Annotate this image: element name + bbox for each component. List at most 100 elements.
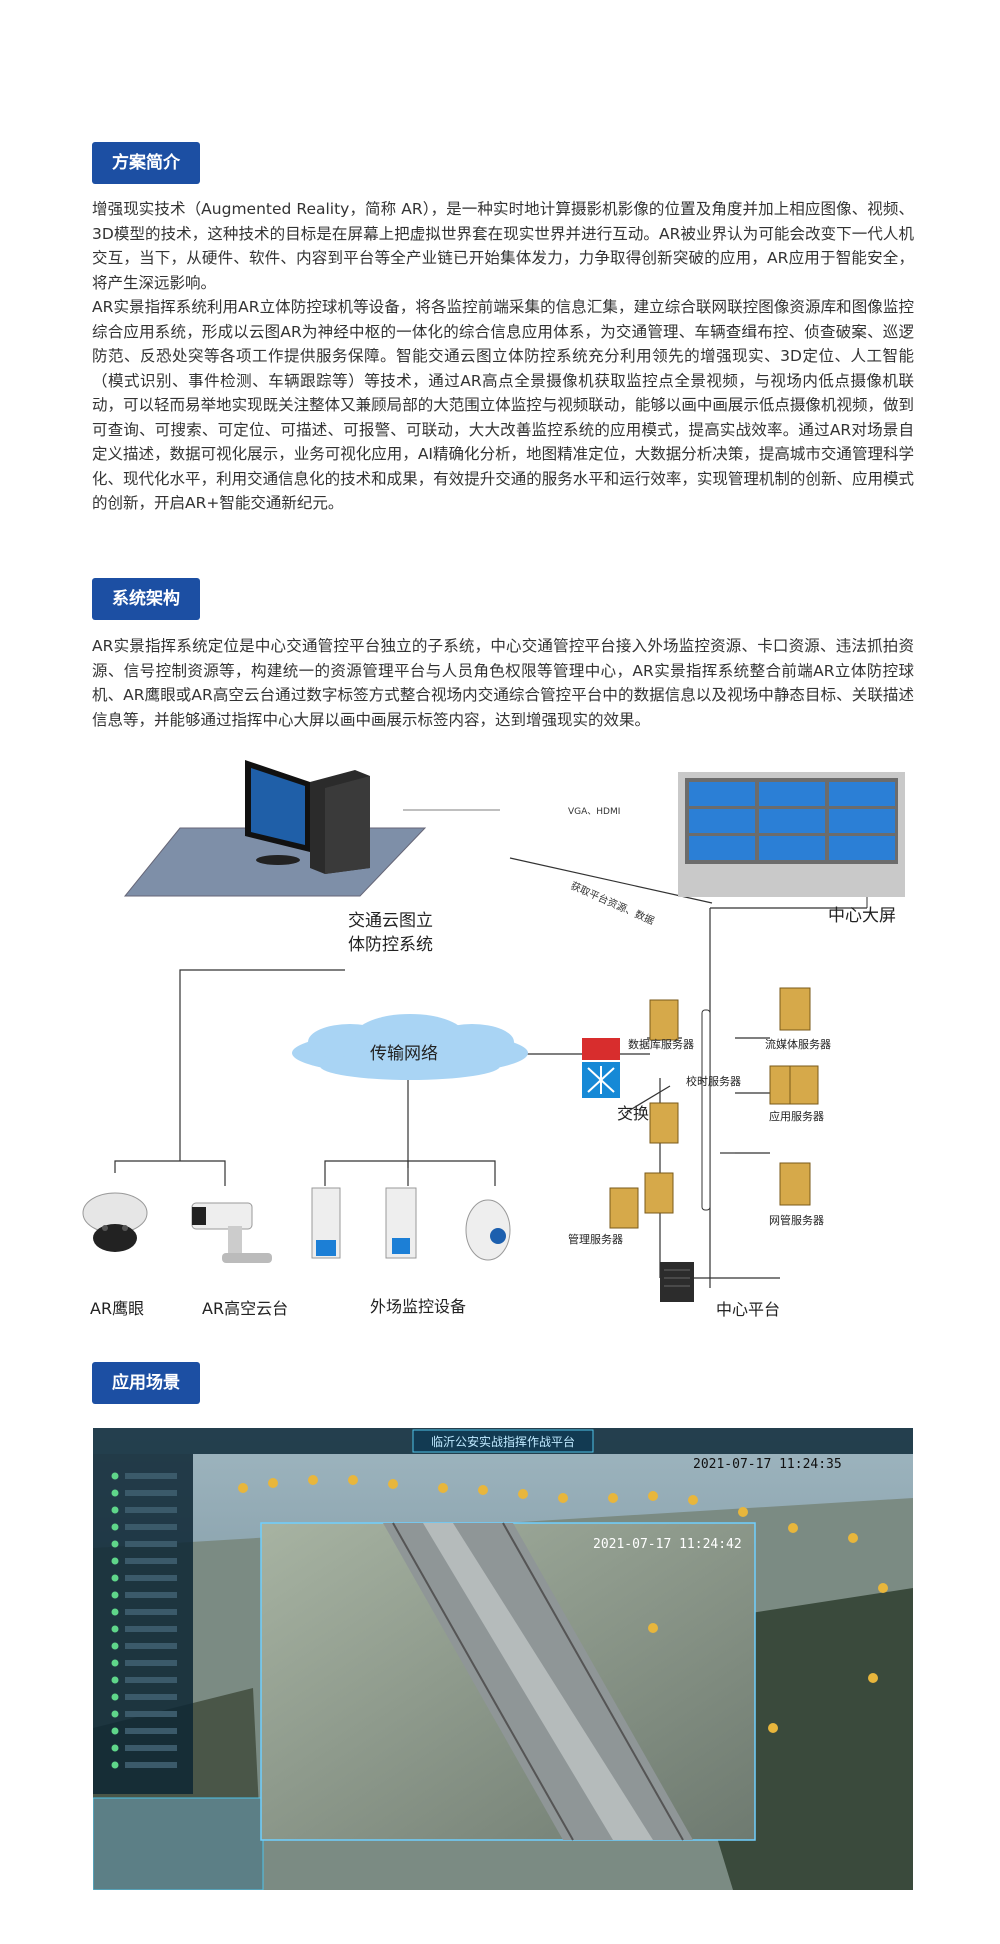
server-bus: [701, 1009, 711, 1211]
switch-icon: [582, 1038, 620, 1098]
device-status-dot: [111, 1608, 119, 1616]
device-status-dot: [111, 1727, 119, 1735]
application-screenshot: 临沂公安实战指挥作战平台 2021-07-17 11:24:35 2021-07…: [93, 1428, 913, 1890]
main-timestamp: 2021-07-17 11:24:35: [693, 1457, 842, 1472]
map-marker-icon[interactable]: [848, 1533, 858, 1543]
map-marker-icon[interactable]: [308, 1475, 318, 1485]
app-server-label: 应用服务器: [769, 1109, 824, 1123]
video-wall-screen: [759, 809, 825, 833]
device-list-item[interactable]: [125, 1592, 177, 1598]
device-list-item[interactable]: [125, 1575, 177, 1581]
netmgmt-server-label: 网管服务器: [769, 1213, 824, 1227]
device-status-dot: [111, 1523, 119, 1531]
device-list-item[interactable]: [125, 1643, 177, 1649]
time-server-label: 校时服务器: [686, 1074, 741, 1088]
map-marker-icon[interactable]: [558, 1493, 568, 1503]
device-list-item[interactable]: [125, 1609, 177, 1615]
rack-server-icon: [660, 1262, 694, 1302]
screenshot-image: 临沂公安实战指挥作战平台 2021-07-17 11:24:35 2021-07…: [93, 1428, 913, 1890]
intro-paragraph-2: AR实景指挥系统利用AR立体防控球机等设备，将各监控前端采集的信息汇集，建立综合…: [92, 298, 914, 512]
video-wall-screen: [689, 809, 755, 833]
device-list-item[interactable]: [125, 1473, 177, 1479]
time-server-icon: [649, 1102, 679, 1144]
field-camera-icon-3: [465, 1199, 511, 1261]
ar-ptz-label: AR高空云台: [202, 1299, 288, 1318]
map-marker-icon[interactable]: [688, 1495, 698, 1505]
device-list-item[interactable]: [125, 1558, 177, 1564]
device-status-dot: [111, 1574, 119, 1582]
device-list-item[interactable]: [125, 1490, 177, 1496]
map-marker-icon[interactable]: [348, 1475, 358, 1485]
map-marker-icon[interactable]: [648, 1491, 658, 1501]
map-marker-icon[interactable]: [518, 1489, 528, 1499]
device-status-dot: [111, 1625, 119, 1633]
architecture-diagram: 交通云图立 体防控系统 VGA、HDMI 获取平台资源、数据 中心大屏 传输网络…: [82, 760, 905, 1319]
device-status-dot: [111, 1489, 119, 1497]
ar-eagle-label: AR鹰眼: [90, 1299, 144, 1318]
db-server-label: 数据库服务器: [628, 1037, 694, 1051]
section-title-architecture: 系统架构: [92, 578, 200, 620]
field-devices-label: 外场监控设备: [370, 1297, 466, 1316]
device-list-item[interactable]: [125, 1728, 177, 1734]
device-list-item[interactable]: [125, 1677, 177, 1683]
stream-server-label: 流媒体服务器: [765, 1037, 831, 1051]
mgmt-server-icon-2: [644, 1172, 674, 1214]
intro-text: 增强现实技术（Augmented Reality，简称 AR），是一种实时地计算…: [92, 197, 914, 516]
device-status-dot: [111, 1761, 119, 1769]
device-status-dot: [111, 1642, 119, 1650]
map-marker-icon[interactable]: [768, 1723, 778, 1733]
device-list-item[interactable]: [125, 1541, 177, 1547]
ar-ptz-camera-icon: [191, 1202, 272, 1263]
device-list-item[interactable]: [125, 1660, 177, 1666]
map-marker-icon[interactable]: [438, 1483, 448, 1493]
workstation-label-2: 体防控系统: [348, 935, 433, 955]
vga-label: VGA、HDMI: [568, 807, 620, 817]
video-wall-screen: [759, 836, 825, 860]
video-wall-screen: [829, 782, 895, 806]
architecture-paragraph: AR实景指挥系统定位是中心交通管控平台独立的子系统，中心交通管控平台接入外场监控…: [92, 637, 914, 729]
pip-video: 2021-07-17 11:24:42: [260, 1522, 756, 1841]
field-camera-icon-2: [385, 1187, 417, 1259]
map-marker-icon[interactable]: [788, 1523, 798, 1533]
video-wall-screen: [689, 782, 755, 806]
device-list-item[interactable]: [125, 1745, 177, 1751]
app-server-icon-2: [789, 1065, 819, 1105]
big-screen-label: 中心大屏: [828, 906, 896, 926]
device-list-panel: [93, 1454, 193, 1794]
device-status-dot: [111, 1744, 119, 1752]
section-title-scenario: 应用场景: [92, 1362, 200, 1404]
architecture-text: AR实景指挥系统定位是中心交通管控平台独立的子系统，中心交通管控平台接入外场监控…: [92, 634, 914, 732]
device-list-item[interactable]: [125, 1762, 177, 1768]
intro-paragraph-1: 增强现实技术（Augmented Reality，简称 AR），是一种实时地计算…: [92, 200, 914, 292]
device-list-item[interactable]: [125, 1524, 177, 1530]
video-wall-icon: [678, 772, 905, 897]
thumbnail-video: [93, 1797, 264, 1890]
mgmt-server-icon: [609, 1187, 639, 1229]
device-list-item[interactable]: [125, 1694, 177, 1700]
network-label: 传输网络: [370, 1044, 438, 1064]
workstation-icon: [123, 760, 427, 897]
device-list-item[interactable]: [125, 1711, 177, 1717]
device-list-item[interactable]: [125, 1507, 177, 1513]
device-status-dot: [111, 1591, 119, 1599]
map-marker-icon[interactable]: [868, 1673, 878, 1683]
map-marker-icon[interactable]: [738, 1507, 748, 1517]
platform-title: 临沂公安实战指挥作战平台: [431, 1434, 575, 1449]
map-marker-icon[interactable]: [478, 1485, 488, 1495]
device-list-item[interactable]: [125, 1626, 177, 1632]
map-marker-icon[interactable]: [878, 1583, 888, 1593]
video-wall-screen: [689, 836, 755, 860]
map-marker-icon[interactable]: [648, 1623, 658, 1633]
map-marker-icon[interactable]: [238, 1483, 248, 1493]
link-label: 获取平台资源、数据: [569, 879, 657, 927]
device-status-dot: [111, 1540, 119, 1548]
map-marker-icon[interactable]: [388, 1479, 398, 1489]
device-status-dot: [111, 1472, 119, 1480]
video-wall-screen: [759, 782, 825, 806]
device-status-dot: [111, 1710, 119, 1718]
stream-server-icon: [779, 987, 811, 1031]
map-marker-icon[interactable]: [608, 1493, 618, 1503]
field-camera-icon-1: [311, 1187, 341, 1259]
network-cloud-icon: [292, 1014, 528, 1080]
map-marker-icon[interactable]: [268, 1478, 278, 1488]
